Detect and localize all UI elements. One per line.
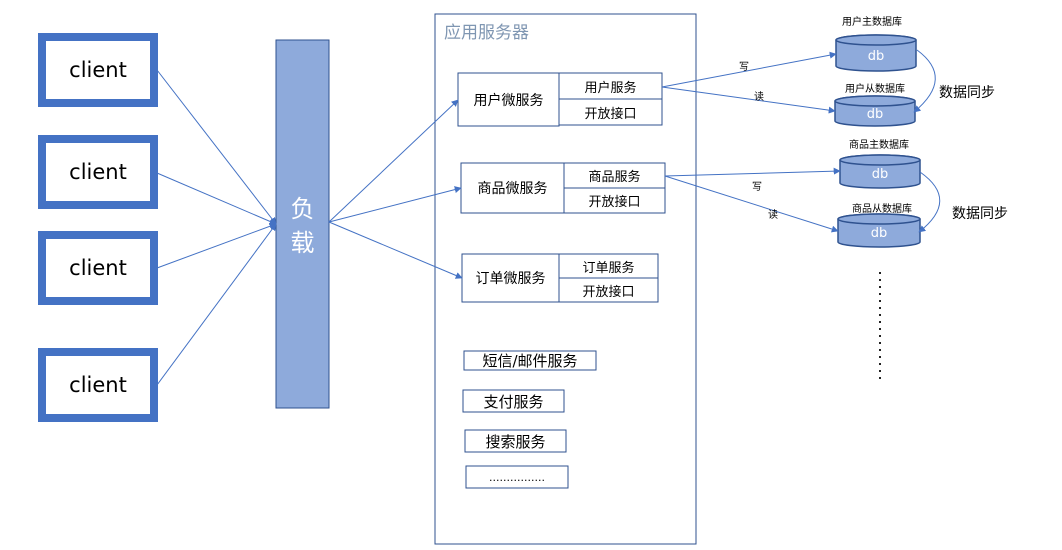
client-to-load-arrow	[156, 69, 277, 225]
api-box	[563, 187, 666, 214]
db-cylinder-top	[834, 95, 916, 107]
client-to-load-arrow	[156, 172, 277, 225]
load-to-order-service-arrow	[328, 221, 463, 279]
product-write-arrow	[664, 167, 841, 177]
service-box	[558, 72, 663, 100]
sync-arrow-product	[918, 171, 941, 233]
user-read-arrow	[661, 86, 836, 114]
service-box	[558, 253, 659, 279]
other-service-box	[465, 465, 569, 489]
user-write-arrow	[661, 51, 837, 88]
client-box	[38, 33, 158, 107]
client-box	[38, 348, 158, 422]
microservice-box	[457, 72, 560, 127]
other-service-box	[463, 350, 597, 371]
api-box	[558, 277, 659, 303]
load-to-user-service-arrow	[328, 99, 459, 223]
microservice-box	[460, 162, 565, 214]
client-box	[38, 231, 158, 305]
db-cylinder-top	[837, 213, 921, 225]
load-balancer-box	[275, 39, 330, 409]
client-to-load-arrow	[156, 223, 277, 386]
other-service-box	[462, 389, 565, 413]
db-cylinder-top	[839, 154, 921, 166]
client-to-load-arrow	[156, 222, 277, 269]
api-box	[558, 98, 663, 126]
product-read-arrow	[664, 175, 839, 233]
other-service-box	[464, 429, 567, 453]
service-box	[563, 162, 666, 189]
load-to-product-service-arrow	[328, 186, 462, 223]
sync-arrow-user	[913, 49, 936, 113]
client-box	[38, 135, 158, 209]
db-cylinder-top	[835, 34, 917, 46]
microservice-box	[461, 253, 560, 303]
